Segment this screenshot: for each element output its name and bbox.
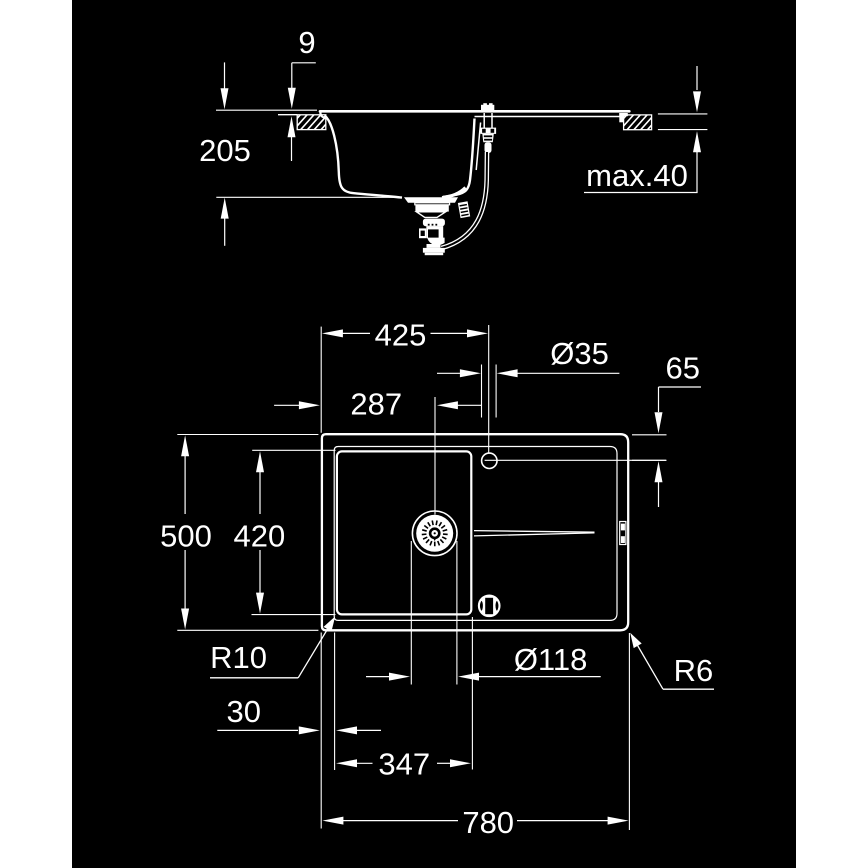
svg-text:65: 65 bbox=[665, 351, 699, 386]
svg-text:9: 9 bbox=[298, 25, 315, 60]
svg-text:287: 287 bbox=[350, 387, 402, 422]
svg-text:425: 425 bbox=[375, 317, 427, 352]
svg-text:Ø118: Ø118 bbox=[514, 642, 588, 677]
svg-text:420: 420 bbox=[234, 519, 286, 554]
svg-text:R10: R10 bbox=[210, 640, 267, 675]
svg-text:Ø35: Ø35 bbox=[550, 336, 609, 371]
svg-text:max.40: max.40 bbox=[586, 158, 688, 193]
svg-text:347: 347 bbox=[378, 747, 430, 782]
svg-text:780: 780 bbox=[462, 805, 514, 840]
svg-text:205: 205 bbox=[199, 133, 251, 168]
svg-text:500: 500 bbox=[160, 519, 212, 554]
svg-text:R6: R6 bbox=[674, 653, 714, 688]
svg-text:30: 30 bbox=[227, 694, 261, 729]
